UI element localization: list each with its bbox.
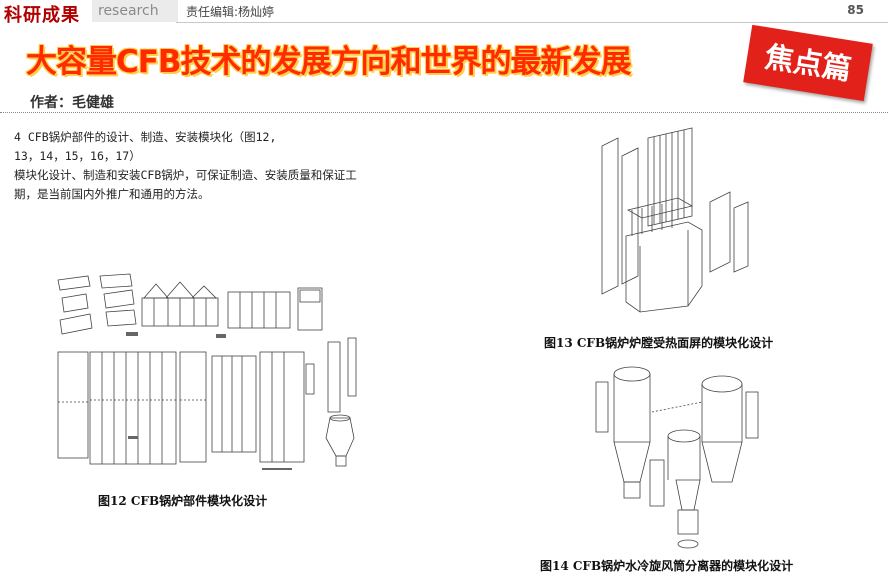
page-number: 85 xyxy=(847,3,864,17)
figure-14-drawing xyxy=(592,362,772,552)
body-text-line1: 模块化设计、制造和安装CFB锅炉，可保证制造、安装质量和保证工 xyxy=(14,168,357,182)
figure-12-caption: 图12 CFB锅炉部件模块化设计 xyxy=(98,494,268,508)
editor-credit: 责任编辑:杨灿婷 xyxy=(186,5,275,19)
section-heading-line2: 13，14，15，16，17） xyxy=(14,149,141,163)
article-body: 4 CFB锅炉部件的设计、制造、安装模块化（图12, 13，14，15，16，1… xyxy=(14,128,434,204)
body-text-line2: 期，是当前国内外推广和通用的方法。 xyxy=(14,187,210,201)
figure-12-drawing xyxy=(54,268,374,478)
section-label-en: research xyxy=(92,0,178,22)
title-divider xyxy=(0,112,888,113)
section-heading-line1: 4 CFB锅炉部件的设计、制造、安装模块化（图12, xyxy=(14,130,277,144)
article-author: 作者：毛健雄 xyxy=(30,95,114,111)
figure-14-caption: 图14 CFB锅炉水冷旋风筒分离器的模块化设计 xyxy=(540,559,794,573)
section-logo: 科研成果 xyxy=(4,5,80,26)
focus-stamp: 焦点篇 xyxy=(743,24,873,102)
article-title: 大容量CFB技术的发展方向和世界的最新发展 xyxy=(26,44,632,80)
page-header: 科研成果 research 责任编辑:杨灿婷 85 xyxy=(0,0,888,26)
figure-13-drawing xyxy=(592,126,762,316)
header-divider xyxy=(176,22,888,23)
figure-13-caption: 图13 CFB锅炉炉膛受热面屏的模块化设计 xyxy=(544,336,774,350)
